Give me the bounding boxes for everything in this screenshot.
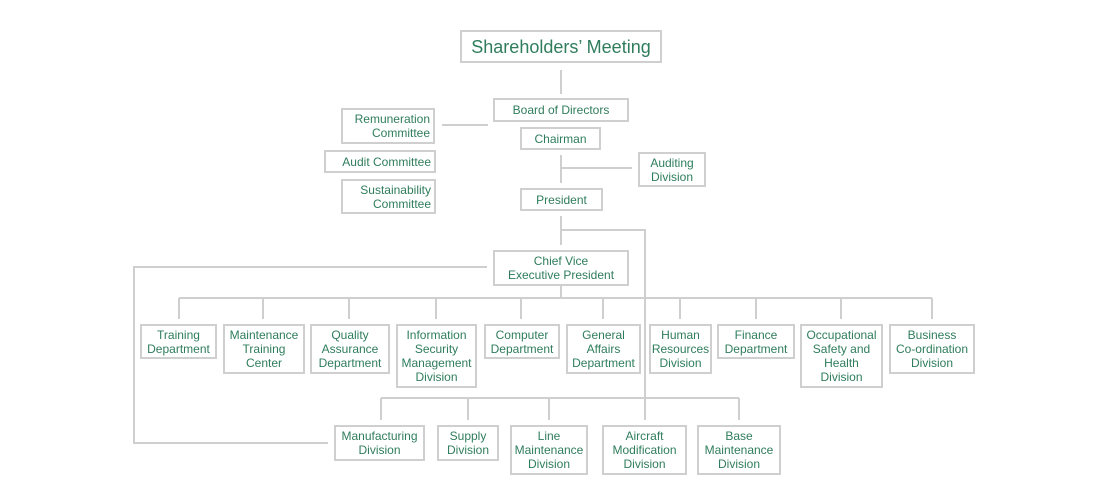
chief-vice-executive-president-box: Chief Vice Executive President bbox=[493, 250, 629, 286]
chairman-box: Chairman bbox=[520, 127, 601, 150]
line-maintenance-division-box: Line Maintenance Division bbox=[510, 425, 588, 475]
sustainability-committee-box: Sustainability Committee bbox=[341, 179, 436, 214]
quality-assurance-department-box: Quality Assurance Department bbox=[310, 324, 390, 374]
manufacturing-division-box: Manufacturing Division bbox=[334, 425, 425, 461]
aircraft-modification-division-box: Aircraft Modification Division bbox=[602, 425, 687, 475]
connector bbox=[133, 266, 487, 444]
training-department-box: Training Department bbox=[140, 324, 217, 359]
finance-department-box: Finance Department bbox=[717, 324, 795, 359]
president-box: President bbox=[520, 188, 603, 211]
remuneration-committee-box: Remuneration Committee bbox=[341, 108, 435, 144]
computer-department-box: Computer Department bbox=[484, 324, 560, 359]
base-maintenance-division-box: Base Maintenance Division bbox=[697, 425, 781, 475]
connector bbox=[561, 229, 646, 420]
supply-division-box: Supply Division bbox=[437, 425, 499, 461]
shareholders-meeting-box: Shareholders’ Meeting bbox=[460, 30, 662, 63]
business-coordination-division-box: Business Co-ordination Division bbox=[889, 324, 975, 374]
auditing-division-box: Auditing Division bbox=[638, 152, 706, 187]
audit-committee-box: Audit Committee bbox=[324, 150, 436, 173]
general-affairs-department-box: General Affairs Department bbox=[566, 324, 641, 374]
information-security-management-division-box: Information Security Management Division bbox=[396, 324, 477, 388]
occupational-safety-health-division-box: Occupational Safety and Health Division bbox=[800, 324, 883, 388]
human-resources-division-box: Human Resources Division bbox=[649, 324, 712, 374]
maintenance-training-center-box: Maintenance Training Center bbox=[223, 324, 305, 374]
board-of-directors-box: Board of Directors bbox=[493, 98, 629, 122]
